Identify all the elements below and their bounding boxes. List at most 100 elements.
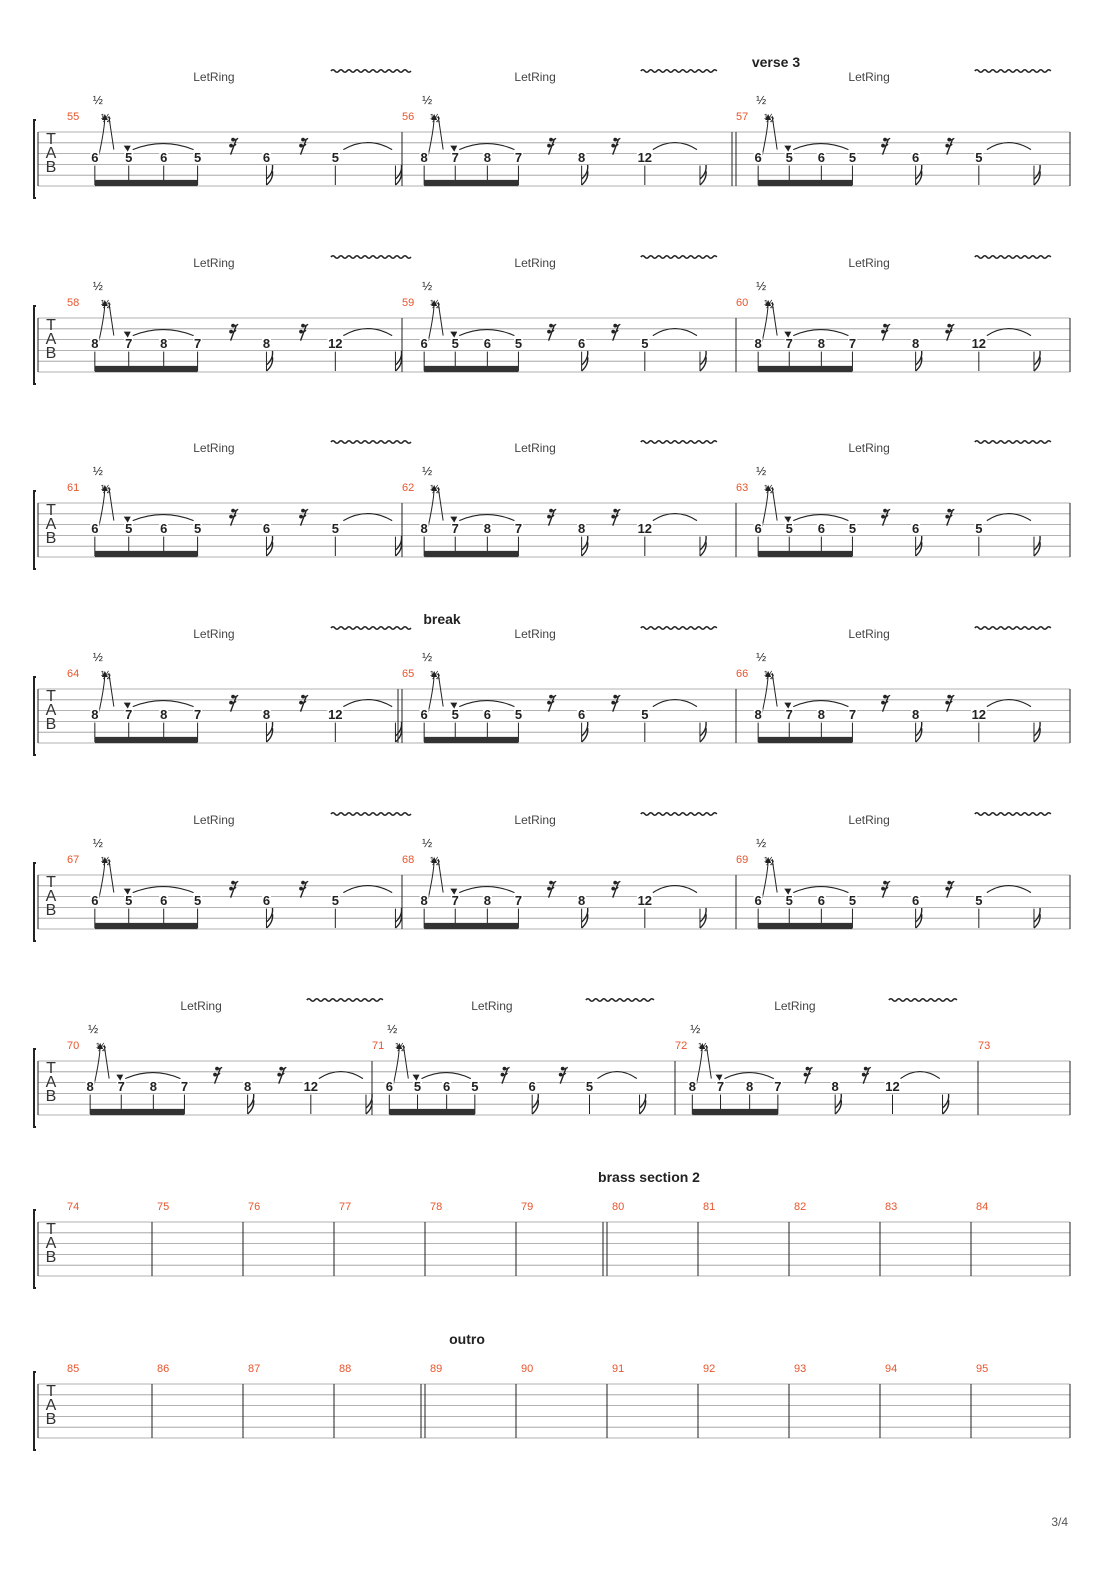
vibrato-marking [640, 254, 718, 260]
tie-arc [793, 514, 849, 522]
fret-backing [482, 522, 492, 535]
fret-backing [584, 1080, 594, 1093]
release-arrowhead [123, 888, 131, 895]
fret-number: 5 [332, 150, 339, 165]
release-arrowhead [123, 516, 131, 523]
fret-backing [116, 1080, 126, 1093]
sixteenth-rest [881, 880, 891, 898]
note-stem-flag [699, 913, 707, 929]
fret-number: 6 [91, 521, 98, 536]
fret-backing [753, 894, 763, 907]
fret-number: 5 [515, 707, 522, 722]
measure-number: 85 [67, 1363, 79, 1375]
fret-number: 6 [529, 1079, 536, 1094]
release-arrowhead [715, 1074, 723, 1081]
measure-number: 67 [67, 854, 79, 866]
fret-number: 5 [786, 521, 793, 536]
fret-backing [974, 151, 984, 164]
release-curve [771, 486, 778, 521]
fret-number: 8 [746, 1079, 753, 1094]
fret-number: 7 [849, 707, 856, 722]
note-stem-flag [639, 1099, 647, 1115]
bend-arrowhead [101, 300, 108, 306]
vibrato-marking [585, 997, 655, 1003]
measure-number: 59 [402, 297, 414, 309]
fret-backing [90, 337, 100, 350]
fret-backing [847, 151, 857, 164]
fret-number: 8 [484, 893, 491, 908]
vibrato-marking [330, 811, 412, 817]
tie-arc [793, 143, 849, 151]
note-stem-flag2 [699, 350, 707, 366]
tab-clef-letter: A [46, 1397, 57, 1414]
tie-arc [343, 699, 393, 708]
note-stem-flag2 [1033, 907, 1041, 923]
tie-arc [125, 1072, 181, 1080]
bend-label: ½ [88, 1022, 98, 1036]
fret-number: 7 [125, 336, 132, 351]
sixteenth-rest [229, 694, 239, 712]
fret-number: 7 [118, 1079, 125, 1094]
vibrato-marking [330, 439, 412, 445]
tie-arc [652, 513, 698, 522]
tie-arc [986, 328, 1032, 337]
fret-backing [816, 522, 826, 535]
sixteenth-rest [861, 1066, 872, 1084]
fret-backing [470, 1080, 480, 1093]
fret-number: 6 [421, 707, 428, 722]
fret-number: 6 [818, 893, 825, 908]
bend-label: ½ [93, 650, 103, 664]
fret-number: 12 [328, 707, 342, 722]
tab-clef-letter: A [46, 702, 57, 719]
release-curve [108, 672, 115, 707]
fret-number: 7 [181, 1079, 188, 1094]
tie-arc [793, 700, 849, 708]
fret-number: 8 [689, 1079, 696, 1094]
note-stem-flag2 [531, 1093, 539, 1109]
let-ring-label: LetRing [471, 999, 512, 1013]
system-bracket [33, 862, 36, 942]
note-stem-flag2 [265, 535, 274, 551]
sixteenth-rest [547, 137, 557, 155]
fret-backing [193, 151, 203, 164]
bend-arrowhead [396, 1043, 403, 1049]
fret-number: 5 [849, 150, 856, 165]
fret-backing [482, 708, 492, 721]
bend-label: ½ [422, 464, 432, 478]
note-stem-flag [265, 913, 274, 929]
fret-backing [179, 1080, 189, 1093]
release-arrowhead [123, 145, 131, 152]
fret-number: 8 [160, 336, 167, 351]
note-stem-flag [915, 913, 923, 929]
fret-backing [442, 1080, 452, 1093]
fret-backing [159, 708, 169, 721]
bend-label: ½ [756, 279, 766, 293]
tab-clef-letter: B [46, 1088, 57, 1105]
release-arrowhead [450, 702, 458, 709]
release-arrowhead [450, 888, 458, 895]
fret-number: 7 [452, 150, 459, 165]
sixteenth-rest [299, 880, 309, 898]
let-ring-label: LetRing [774, 999, 815, 1013]
bend-label: ½ [422, 93, 432, 107]
note-stem-flag2 [581, 350, 589, 366]
tie-arc [459, 143, 515, 151]
fret-number: 8 [263, 336, 270, 351]
tie-arc [986, 142, 1032, 151]
measure-number: 56 [402, 111, 414, 123]
tie-arc [343, 142, 393, 151]
fret-backing [413, 1080, 423, 1093]
fret-number: 7 [849, 336, 856, 351]
tie-arc [459, 700, 515, 708]
fret-number: 8 [160, 707, 167, 722]
tab-clef-letter: T [46, 1221, 56, 1238]
release-curve [437, 486, 444, 521]
vibrato-marking [974, 625, 1052, 631]
fret-backing [753, 522, 763, 535]
measure-number: 65 [402, 668, 414, 680]
fret-number: 5 [975, 893, 982, 908]
bend-label: ½ [93, 464, 103, 478]
note-stem-flag2 [247, 1093, 255, 1109]
sixteenth-rest [945, 323, 955, 341]
fret-number: 6 [755, 893, 762, 908]
